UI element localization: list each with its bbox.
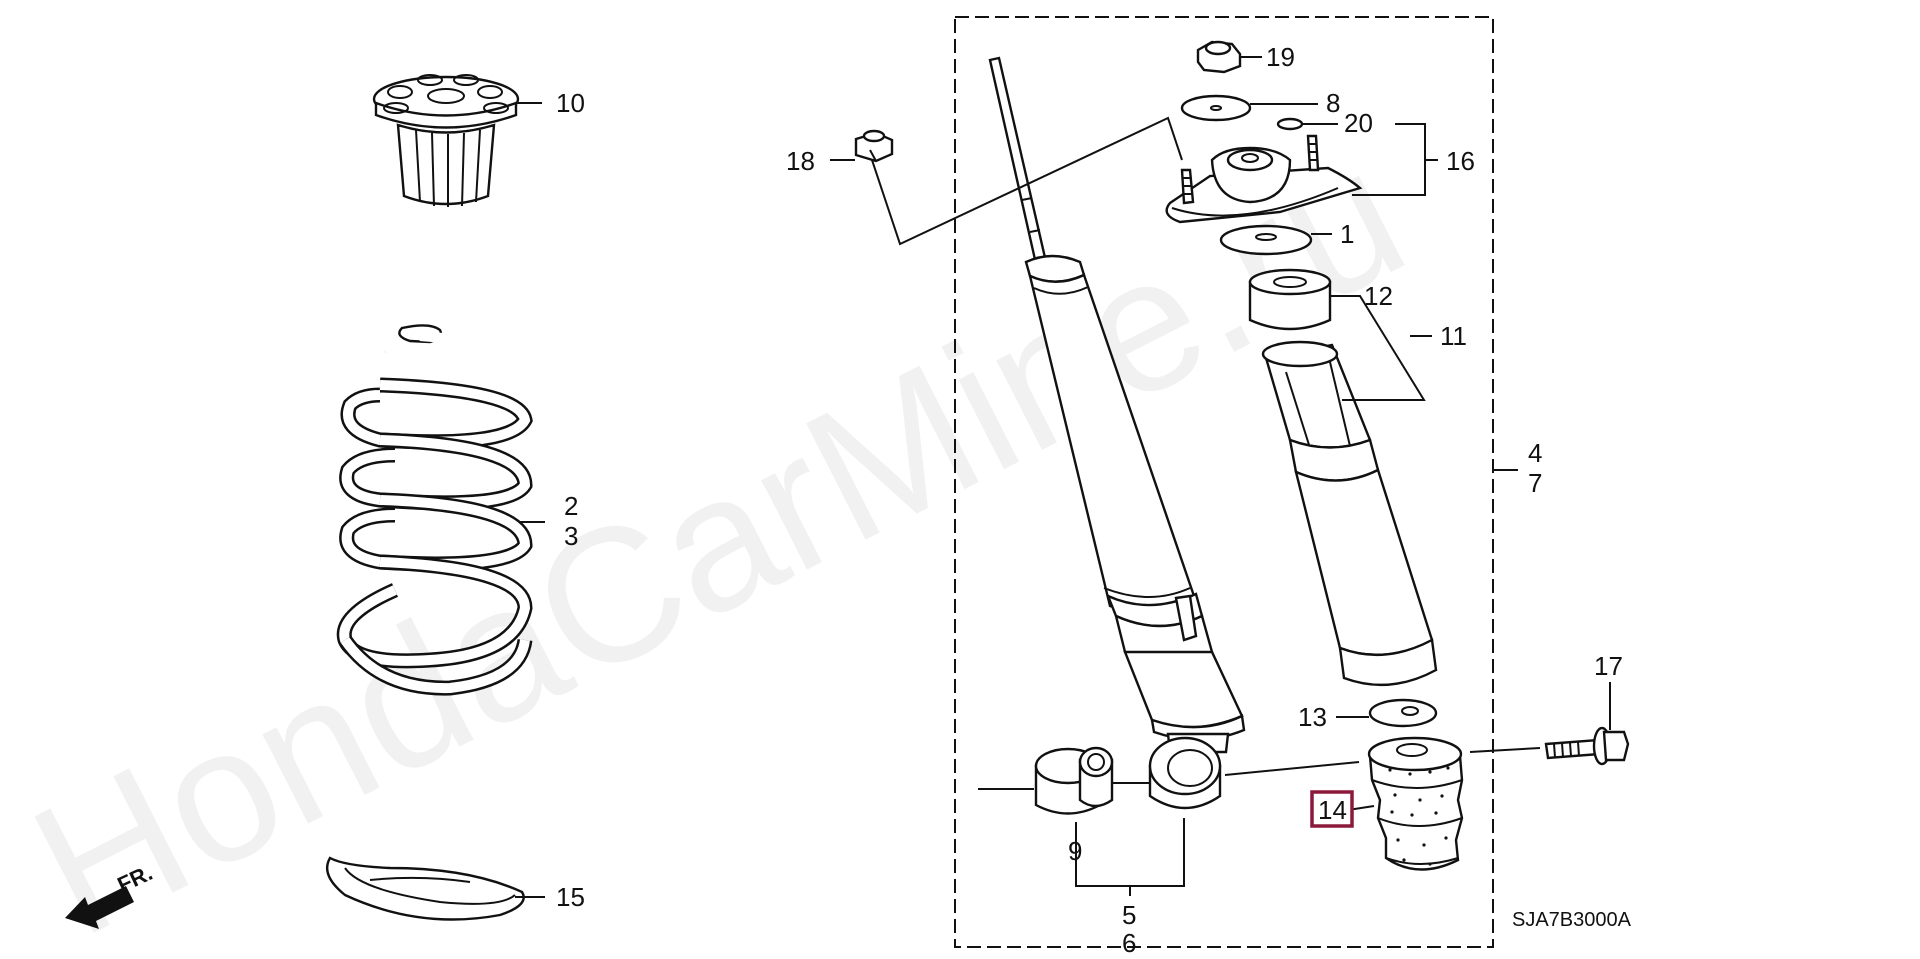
- callout-10: 10: [556, 88, 585, 118]
- part-11-dust-cover[interactable]: [1261, 340, 1438, 687]
- callout-7: 7: [1528, 468, 1542, 498]
- shock-absorber[interactable]: [988, 56, 1246, 754]
- callout-labels: 10 2 3 15 18 19 8 20 16 1 12 11 4 7 17 1…: [556, 42, 1623, 958]
- part-13-washer[interactable]: [1368, 698, 1438, 728]
- bump-stop-texture: [1388, 766, 1450, 866]
- callout-15: 15: [556, 882, 585, 912]
- highlighted-callout-14[interactable]: 14: [1310, 790, 1354, 828]
- part-16-upper-mount[interactable]: [1165, 134, 1363, 224]
- callout-16: 16: [1446, 146, 1475, 176]
- callout-14: 14: [1318, 795, 1347, 825]
- callout-2: 2: [564, 491, 578, 521]
- callout-12: 12: [1364, 281, 1393, 311]
- diagram-code: SJA7B3000A: [1512, 909, 1632, 931]
- callout-4: 4: [1528, 438, 1542, 468]
- callout-18: 18: [786, 146, 815, 176]
- part-9-bushing-collar[interactable]: [1034, 746, 1114, 815]
- callout-5: 5: [1122, 900, 1136, 930]
- callout-8: 8: [1326, 88, 1340, 118]
- part-1-washer[interactable]: [1219, 224, 1313, 256]
- part-15-spring-seat[interactable]: [325, 856, 525, 921]
- part-5-6-lower-bushing[interactable]: [1148, 736, 1222, 810]
- part-2-3-coil-spring[interactable]: [336, 324, 533, 696]
- callout-1: 1: [1340, 219, 1354, 249]
- callout-19: 19: [1266, 42, 1295, 72]
- part-8-washer[interactable]: [1180, 94, 1252, 122]
- part-17-flange-bolt[interactable]: [1544, 726, 1630, 766]
- front-arrow-icon: [65, 886, 134, 929]
- part-14-bump-stop[interactable]: [1367, 736, 1464, 871]
- part-12-bump-stop-cap[interactable]: [1248, 268, 1332, 331]
- assembly-boundary: [954, 16, 1494, 948]
- callout-3: 3: [564, 521, 578, 551]
- callout-11: 11: [1440, 321, 1467, 351]
- callout-9: 9: [1068, 836, 1082, 866]
- part-18-self-locking-nut[interactable]: [854, 129, 894, 163]
- part-19-top-nut[interactable]: [1196, 40, 1242, 74]
- watermark: HondaCarMine.ru: [2, 107, 1434, 959]
- callout-13: 13: [1298, 702, 1327, 732]
- callout-20: 20: [1344, 108, 1373, 138]
- part-10-spring-mount-rubber[interactable]: [372, 74, 520, 207]
- callout-6: 6: [1122, 928, 1136, 958]
- part-20-o-ring[interactable]: [1276, 117, 1304, 131]
- callout-17: 17: [1594, 651, 1623, 681]
